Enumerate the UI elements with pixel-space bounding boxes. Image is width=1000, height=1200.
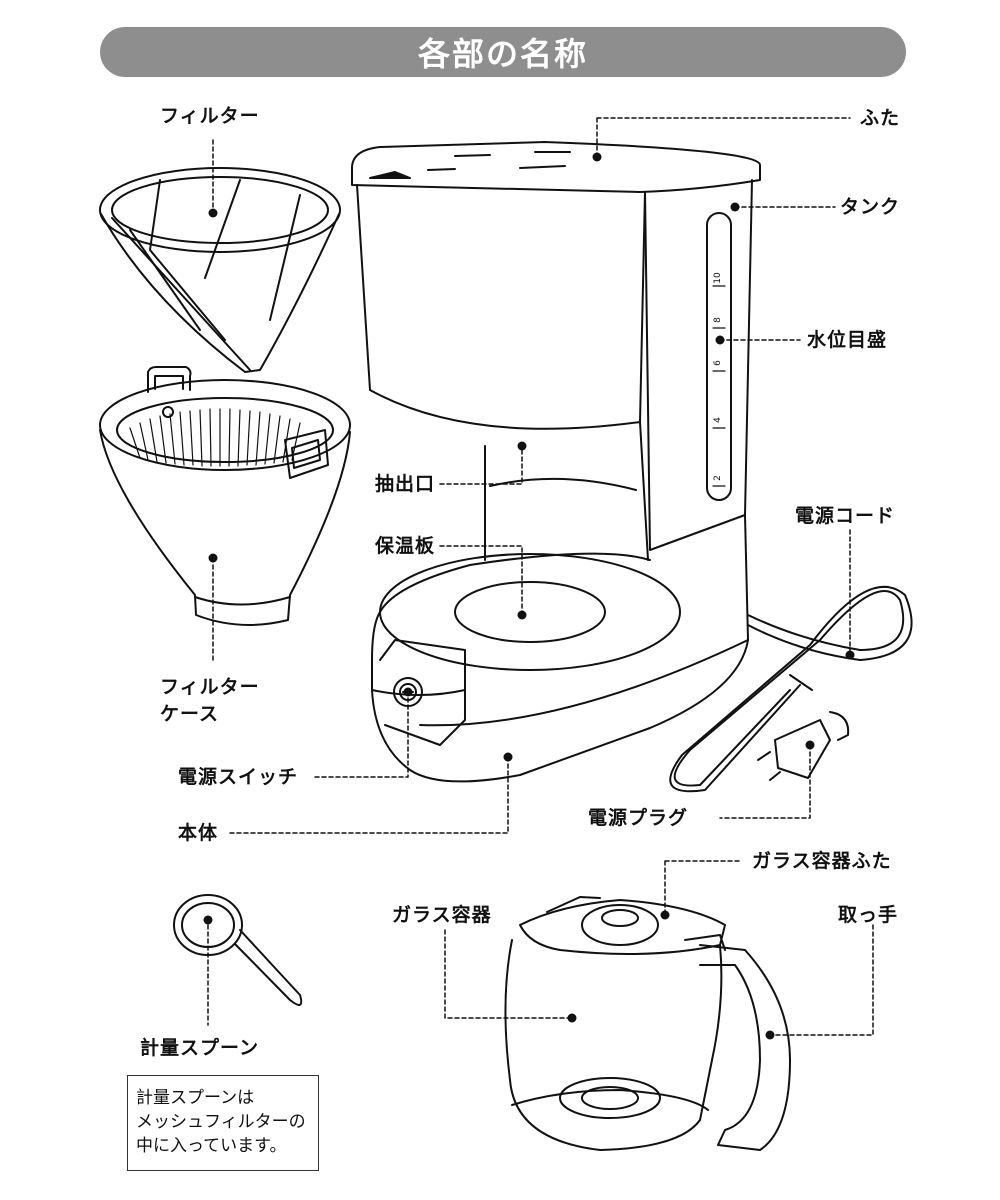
coffee-maker-drawing — [351, 141, 761, 783]
label-tank: タンク — [840, 196, 901, 218]
label-filter: フィルター — [160, 105, 260, 127]
label-carafe: ガラス容器 — [392, 904, 492, 926]
label-warming-plate: 保温板 — [375, 535, 436, 557]
measuring-spoon-drawing — [173, 894, 303, 1006]
note-line-2: メッシュフィルターの — [136, 1112, 306, 1132]
carafe-drawing — [504, 896, 791, 1151]
gauge-mark-6: 6 — [713, 360, 723, 366]
leader-dots — [203, 152, 855, 1040]
gauge-marks: 10 8 6 4 2 — [713, 272, 723, 481]
label-power-cord: 電源コード — [795, 505, 896, 527]
gauge-mark-10: 10 — [713, 272, 723, 284]
spoon-note-box: 計量スプーンは メッシュフィルターの 中に入っています。 — [127, 1075, 319, 1171]
leader-lines — [207, 117, 874, 1036]
power-cord-drawing — [669, 585, 913, 793]
title-bar: 各部の名称 — [100, 27, 906, 77]
label-body: 本体 — [178, 822, 219, 844]
label-spout: 抽出口 — [375, 473, 436, 495]
gauge-mark-2: 2 — [713, 475, 723, 481]
label-carafe-lid: ガラス容器ふた — [752, 850, 892, 872]
note-line-3: 中に入っています。 — [136, 1136, 287, 1156]
label-lid: ふた — [860, 107, 901, 129]
page-title: 各部の名称 — [417, 35, 588, 73]
label-handle: 取っ手 — [838, 904, 899, 926]
label-water-gauge: 水位目盛 — [807, 329, 888, 351]
label-spoon: 計量スプーン — [140, 1037, 260, 1059]
label-filter-case-2: ケース — [160, 703, 220, 725]
gauge-mark-4: 4 — [713, 417, 723, 423]
gauge-mark-8: 8 — [713, 317, 723, 323]
note-line-1: 計量スプーンは — [136, 1088, 255, 1108]
mesh-filter-drawing — [99, 167, 341, 373]
gauge-ticks — [712, 285, 726, 487]
filter-case-drawing — [99, 366, 351, 626]
label-filter-case-1: フィルター — [160, 676, 260, 698]
label-power-plug: 電源プラグ — [588, 807, 689, 829]
label-power-switch: 電源スイッチ — [178, 766, 299, 788]
